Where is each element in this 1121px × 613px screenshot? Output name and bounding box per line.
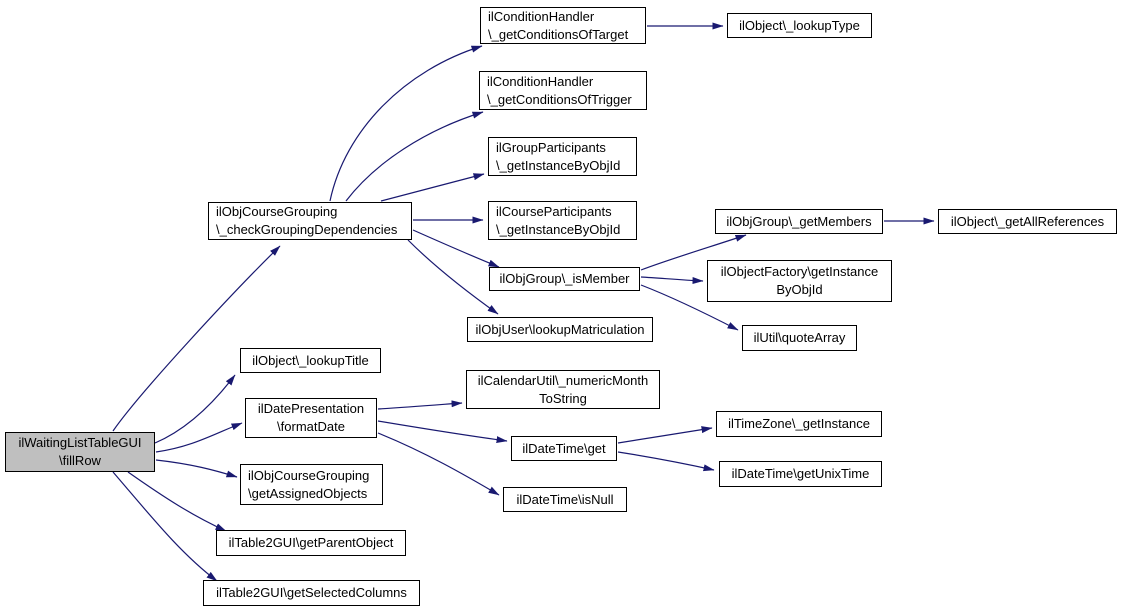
edge-fillRow-getSelectedColumns <box>112 471 218 582</box>
edge-fillRow-checkGroupingDependencies <box>112 245 281 432</box>
edge-dateTimeGet-timeZoneGetInstance <box>617 426 713 444</box>
edge-dateTimeGet-getUnixTime <box>617 451 715 472</box>
node-ilObject-lookupTitle[interactable]: ilObject\_lookupTitle <box>240 348 381 373</box>
node-ilObject-getAllReferences[interactable]: ilObject\_getAllReferences <box>938 209 1117 234</box>
node-ilConditionHandler-getConditionsOfTrigger[interactable]: ilConditionHandler \_getConditionsOfTrig… <box>479 71 647 110</box>
edge-isMember-quoteArray <box>640 284 739 331</box>
node-ilWaitingListTableGUI-fillRow: ilWaitingListTableGUI \fillRow <box>5 432 155 472</box>
node-ilObjUser-lookupMatriculation[interactable]: ilObjUser\lookupMatriculation <box>467 317 653 342</box>
node-ilObjGroup-isMember[interactable]: ilObjGroup\_isMember <box>489 267 640 291</box>
edge-isMember-objectFactoryGetInstanceByObjId <box>640 276 704 285</box>
edge-checkGroupingDependencies-groupParticipants <box>380 173 485 202</box>
edge-isMember-getMembers <box>640 234 747 271</box>
node-ilDateTime-isNull[interactable]: ilDateTime\isNull <box>503 487 627 512</box>
edge-checkGroupingDependencies-isMember <box>412 229 500 268</box>
edge-fillRow-lookupTitle <box>154 374 236 444</box>
node-ilObjectFactory-getInstanceByObjId[interactable]: ilObjectFactory\getInstance ByObjId <box>707 260 892 302</box>
node-ilTable2GUI-getParentObject[interactable]: ilTable2GUI\getParentObject <box>216 530 406 556</box>
node-ilDateTime-getUnixTime[interactable]: ilDateTime\getUnixTime <box>719 461 882 487</box>
edge-checkGroupingDependencies-lookupMatriculation <box>407 239 499 315</box>
edge-fillRow-formatDate <box>155 422 243 453</box>
edge-checkGroupingDependencies-getConditionsOfTrigger <box>345 111 484 202</box>
edge-formatDate-dateTimeGet <box>377 420 508 444</box>
node-ilObjCourseGrouping-getAssignedObjects[interactable]: ilObjCourseGrouping \getAssignedObjects <box>240 464 383 505</box>
node-ilCourseParticipants-getInstanceByObjId[interactable]: ilCourseParticipants \_getInstanceByObjI… <box>488 201 637 240</box>
node-ilObjGroup-getMembers[interactable]: ilObjGroup\_getMembers <box>715 209 883 234</box>
node-ilConditionHandler-getConditionsOfTarget[interactable]: ilConditionHandler \_getConditionsOfTarg… <box>480 7 646 44</box>
edge-fillRow-getAssignedObjects <box>155 459 238 478</box>
node-ilObject-lookupType[interactable]: ilObject\_lookupType <box>727 13 872 38</box>
edge-formatDate-isNull <box>377 432 500 496</box>
node-ilDateTime-get[interactable]: ilDateTime\get <box>511 436 617 461</box>
edge-formatDate-numericMonthToString <box>377 400 463 410</box>
node-ilGroupParticipants-getInstanceByObjId[interactable]: ilGroupParticipants \_getInstanceByObjId <box>488 137 637 176</box>
node-ilTable2GUI-getSelectedColumns[interactable]: ilTable2GUI\getSelectedColumns <box>203 580 420 606</box>
node-ilDatePresentation-formatDate[interactable]: ilDatePresentation \formatDate <box>245 398 377 438</box>
node-ilCalendarUtil-numericMonthToString[interactable]: ilCalendarUtil\_numericMonth ToString <box>466 370 660 409</box>
edge-checkGroupingDependencies-getConditionsOfTarget <box>329 45 483 202</box>
node-ilObjCourseGrouping-checkGroupingDependencies[interactable]: ilObjCourseGrouping \_checkGroupingDepen… <box>208 202 412 240</box>
node-ilUtil-quoteArray[interactable]: ilUtil\quoteArray <box>742 325 857 351</box>
node-ilTimeZone-getInstance[interactable]: ilTimeZone\_getInstance <box>716 411 882 437</box>
edge-fillRow-getParentObject <box>127 471 227 532</box>
